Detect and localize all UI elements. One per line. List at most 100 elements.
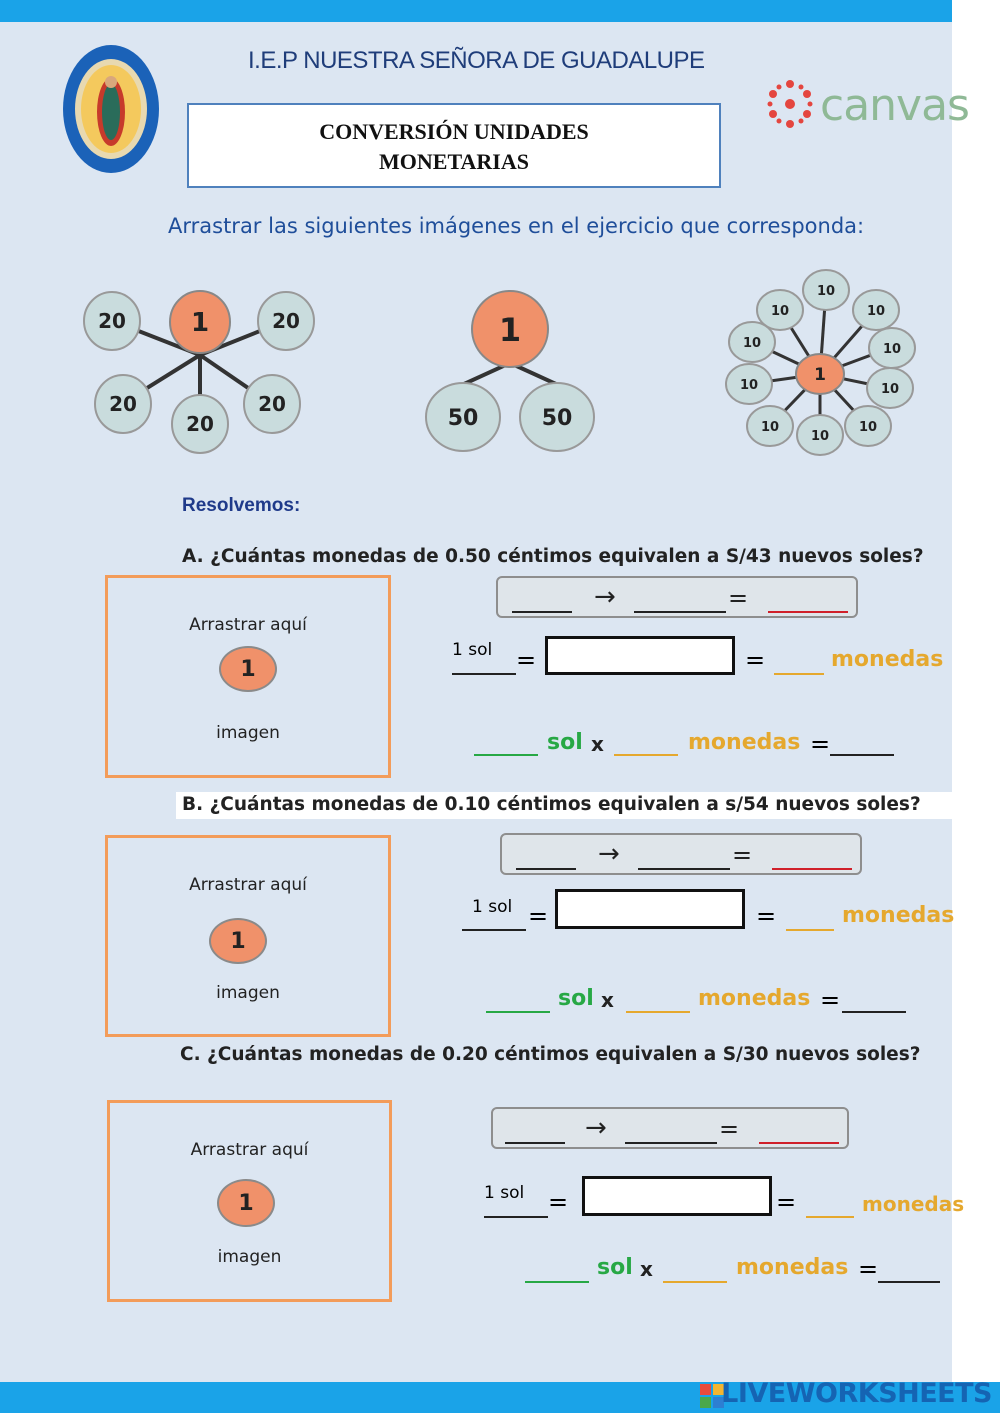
coin-10: 10	[867, 304, 885, 319]
coin-1: 1	[191, 308, 209, 338]
times-sign: x	[591, 732, 604, 756]
drop-zone-title: Arrastrar aquí	[189, 615, 307, 635]
coin-10: 10	[817, 284, 835, 299]
fraction-bar	[462, 928, 526, 931]
equals-sign: =	[776, 1188, 797, 1216]
sol-blank[interactable]	[525, 1280, 589, 1283]
one-sol-text: 1 sol	[472, 897, 513, 917]
sol-label: sol	[558, 986, 594, 1011]
coin-20: 20	[258, 392, 286, 416]
equals-sign: =	[820, 986, 841, 1014]
coin-50: 50	[448, 406, 479, 431]
coin-10: 10	[771, 304, 789, 319]
coin-10: 10	[883, 342, 901, 357]
coin-10: 10	[881, 382, 899, 397]
coin-placeholder: 1	[219, 646, 277, 692]
coin-10: 10	[740, 378, 758, 393]
draggable-image-10[interactable]: 10 10 10 10 10 10 10 10 10 10 1	[722, 268, 922, 458]
equals-sign: =	[719, 1115, 740, 1143]
canvas-brand: canvas	[820, 80, 970, 131]
equals-sign: =	[732, 841, 753, 869]
drop-zone-caption: imagen	[217, 1247, 282, 1267]
monedas-blank[interactable]	[786, 928, 834, 931]
question-b: B. ¿Cuántas monedas de 0.10 céntimos equ…	[176, 792, 962, 819]
monedas-label: monedas	[688, 730, 801, 755]
result-blank[interactable]	[878, 1280, 940, 1283]
monedas-label: monedas	[862, 1192, 965, 1216]
question-c: C. ¿Cuántas monedas de 0.20 céntimos equ…	[180, 1044, 921, 1065]
top-bar	[0, 0, 952, 22]
right-margin	[952, 0, 1000, 1413]
monedas-label: monedas	[831, 647, 944, 672]
monedas-blank[interactable]	[806, 1215, 854, 1218]
fraction-bar	[484, 1215, 548, 1218]
arrow-right-icon: →	[585, 1113, 607, 1143]
coin-20: 20	[98, 309, 126, 333]
coin-10: 10	[761, 420, 779, 435]
blank-input[interactable]	[625, 1141, 717, 1144]
equals-sign: =	[516, 646, 537, 674]
coin-placeholder: 1	[209, 918, 267, 964]
sol-blank[interactable]	[474, 753, 538, 756]
coin-10: 10	[859, 420, 877, 435]
draggable-image-50[interactable]: 1 50 50	[420, 288, 602, 454]
monedas-label: monedas	[736, 1255, 849, 1280]
blank-input[interactable]	[516, 867, 576, 870]
blank-input[interactable]	[505, 1141, 565, 1144]
answer-blank[interactable]	[759, 1141, 839, 1144]
monedas-blank[interactable]	[626, 1010, 690, 1013]
monedas-blank[interactable]	[614, 753, 678, 756]
school-logo	[63, 45, 159, 173]
equals-sign: =	[810, 730, 831, 758]
sol-label: sol	[597, 1255, 633, 1280]
coin-20: 20	[109, 392, 137, 416]
answer-input-box[interactable]	[582, 1176, 772, 1216]
draggable-image-20[interactable]: 20 20 20 20 20 1	[80, 285, 320, 457]
times-sign: x	[601, 988, 614, 1012]
answer-blank[interactable]	[768, 610, 848, 613]
equals-sign: =	[728, 584, 749, 612]
equals-sign: =	[756, 902, 777, 930]
title-box: CONVERSIÓN UNIDADES MONETARIAS	[187, 103, 721, 188]
drop-zone-title: Arrastrar aquí	[189, 875, 307, 895]
equation-pill-a: → =	[496, 576, 858, 618]
drop-zone-c[interactable]: Arrastrar aquí 1 imagen	[107, 1100, 392, 1302]
equals-sign: =	[548, 1188, 569, 1216]
answer-blank[interactable]	[772, 867, 852, 870]
times-sign: x	[640, 1257, 653, 1281]
coin-1: 1	[499, 311, 521, 349]
drop-zone-b[interactable]: Arrastrar aquí 1 imagen	[105, 835, 391, 1037]
coin-placeholder: 1	[217, 1179, 275, 1227]
fraction-bar	[452, 672, 516, 675]
resolvemos-heading: Resolvemos:	[182, 495, 301, 516]
result-blank[interactable]	[842, 1010, 906, 1013]
equals-sign: =	[858, 1255, 879, 1283]
coin-10: 10	[811, 429, 829, 444]
drop-zone-a[interactable]: Arrastrar aquí 1 imagen	[105, 575, 391, 778]
drop-zone-caption: imagen	[216, 723, 280, 743]
title-line-1: CONVERSIÓN UNIDADES	[319, 119, 589, 144]
result-blank[interactable]	[830, 753, 894, 756]
answer-input-box[interactable]	[555, 889, 745, 929]
monedas-blank[interactable]	[774, 672, 824, 675]
monedas-blank[interactable]	[663, 1280, 727, 1283]
answer-input-box[interactable]	[545, 636, 735, 675]
arrow-right-icon: →	[598, 839, 620, 869]
equals-sign: =	[528, 902, 549, 930]
blank-input[interactable]	[634, 610, 726, 613]
equals-sign: =	[745, 646, 766, 674]
coin-20: 20	[186, 412, 214, 436]
canvas-logo-icon	[767, 80, 813, 128]
sol-blank[interactable]	[486, 1010, 550, 1013]
blank-input[interactable]	[638, 867, 730, 870]
blank-input[interactable]	[512, 610, 572, 613]
coin-10: 10	[743, 336, 761, 351]
one-sol-label: 1 sol	[452, 640, 492, 660]
one-sol-text: 1 sol	[484, 1183, 525, 1203]
question-a: A. ¿Cuántas monedas de 0.50 céntimos equ…	[182, 546, 924, 567]
liveworksheets-logo-icon	[700, 1384, 724, 1408]
arrow-right-icon: →	[594, 582, 616, 612]
one-sol-label: 1 sol	[472, 897, 512, 917]
drop-zone-caption: imagen	[216, 983, 280, 1003]
equation-pill-b: → =	[500, 833, 862, 875]
